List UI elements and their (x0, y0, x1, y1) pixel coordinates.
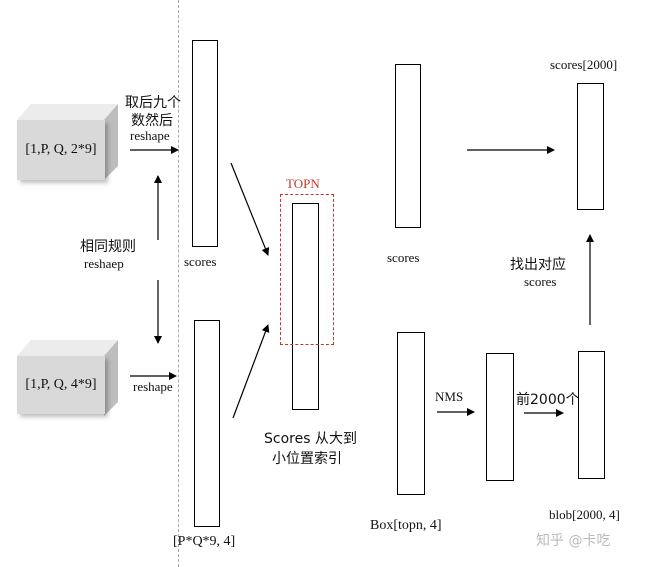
scores-col3-label: scores (387, 250, 420, 265)
dashed-divider (178, 0, 179, 567)
step1-label-line3: reshape (130, 128, 170, 143)
boxes-bar-col1 (194, 320, 220, 527)
reshape-bottom-label: reshape (133, 379, 173, 394)
sort-label-line2: 小位置索引 (272, 451, 342, 467)
blob-bar (578, 351, 605, 479)
scores-col1-label: scores (184, 254, 217, 269)
step1-label-line2: 数然后 (131, 113, 173, 129)
step1-label-line1: 取后九个 (125, 95, 181, 111)
watermark: 知乎 @卡吃 (536, 533, 611, 549)
topn-highlight-box (280, 194, 334, 345)
cube-label-top: [1,P, Q, 2*9] (17, 120, 105, 180)
dims-col1-bottom-label: [P*Q*9, 4] (173, 534, 236, 549)
sorted-index-bar (292, 203, 319, 410)
topn-label: TOPN (286, 176, 320, 191)
find-scores-label-line1: 找出对应 (510, 257, 566, 273)
arrow-scores-to-sort (230, 162, 270, 256)
scores-bar-col1 (192, 40, 218, 247)
same-rule-label-line2: reshaep (84, 256, 124, 271)
cube-label-bottom: [1,P, Q, 4*9] (17, 356, 105, 414)
scores-2000-bar (577, 83, 604, 210)
blob-label: blob[2000, 4] (549, 507, 620, 522)
nms-result-bar (486, 353, 514, 481)
scores-bar-col3 (395, 64, 421, 228)
scores-2000-label: scores[2000] (550, 57, 618, 72)
arrow-boxes-to-sort (232, 324, 270, 419)
same-rule-label-line1: 相同规则 (80, 239, 136, 255)
top2000-label: 前2000个 (516, 392, 580, 408)
nms-label: NMS (435, 389, 464, 404)
sort-label-line1: Scores 从大到 (264, 431, 357, 447)
box-topn-bar (397, 332, 425, 495)
box-topn-label: Box[topn, 4] (370, 518, 442, 533)
find-scores-label-line2: scores (524, 274, 557, 289)
